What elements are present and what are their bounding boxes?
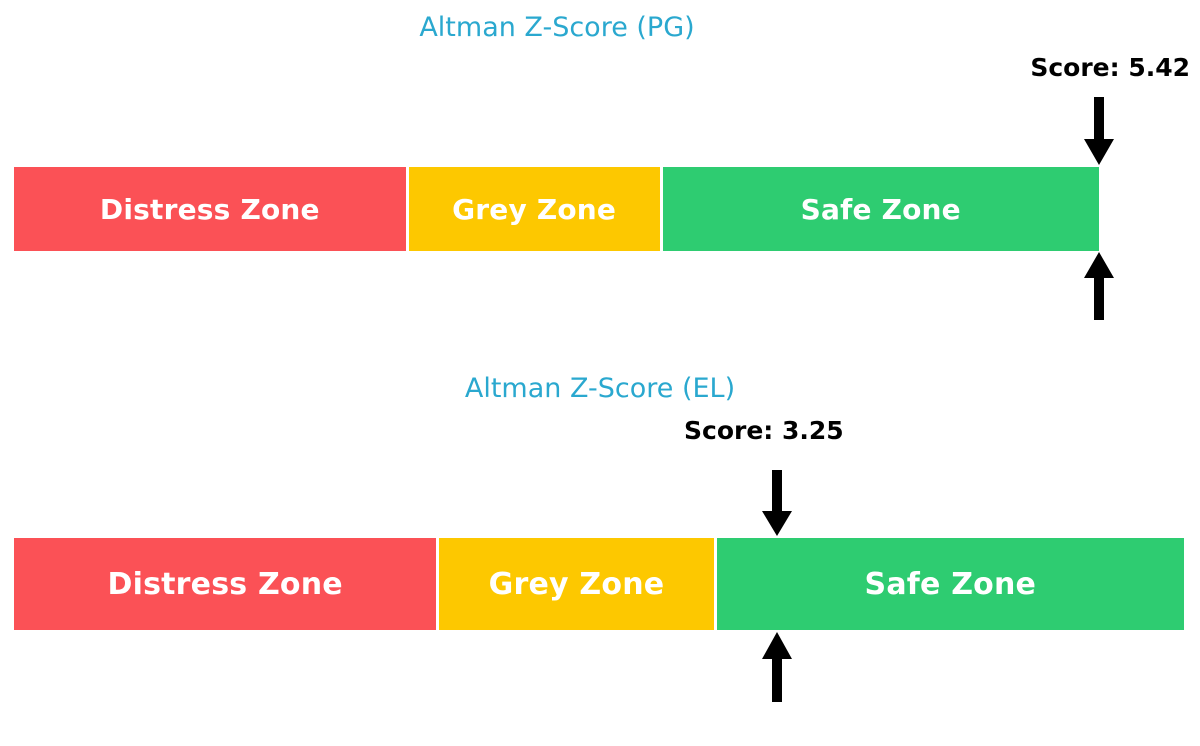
zone-grey-el: Grey Zone (436, 538, 714, 630)
zone-distress-pg: Distress Zone (14, 167, 406, 251)
chart-title-el: Altman Z-Score (EL) (464, 373, 736, 404)
score-label-el: Score: 3.25 (684, 416, 844, 445)
score-marker-up-arrow-pg (1083, 252, 1115, 320)
score-marker-down-arrow-pg (1083, 97, 1115, 167)
zone-label-distress-pg: Distress Zone (99, 192, 320, 226)
zone-label-safe-el: Safe Zone (864, 566, 1037, 602)
zscore-gauge-el: Distress Zone Grey Zone Safe Zone (14, 538, 1184, 630)
zone-safe-pg: Safe Zone (659, 167, 1099, 251)
zscore-gauge-pg: Distress Zone Grey Zone Safe Zone (14, 167, 1099, 251)
zone-distress-el: Distress Zone (14, 538, 437, 630)
zone-label-distress-el: Distress Zone (107, 566, 343, 602)
score-marker-up-arrow-el (761, 632, 793, 702)
zone-label-safe-pg: Safe Zone (800, 192, 961, 226)
zone-label-grey-el: Grey Zone (488, 566, 665, 602)
score-marker-down-arrow-el (761, 470, 793, 538)
zone-label-grey-pg: Grey Zone (452, 192, 617, 226)
zone-grey-pg: Grey Zone (405, 167, 660, 251)
chart-title-pg: Altman Z-Score (PG) (419, 12, 695, 43)
zone-safe-el: Safe Zone (713, 538, 1184, 630)
score-label-pg: Score: 5.42 (1030, 53, 1190, 82)
